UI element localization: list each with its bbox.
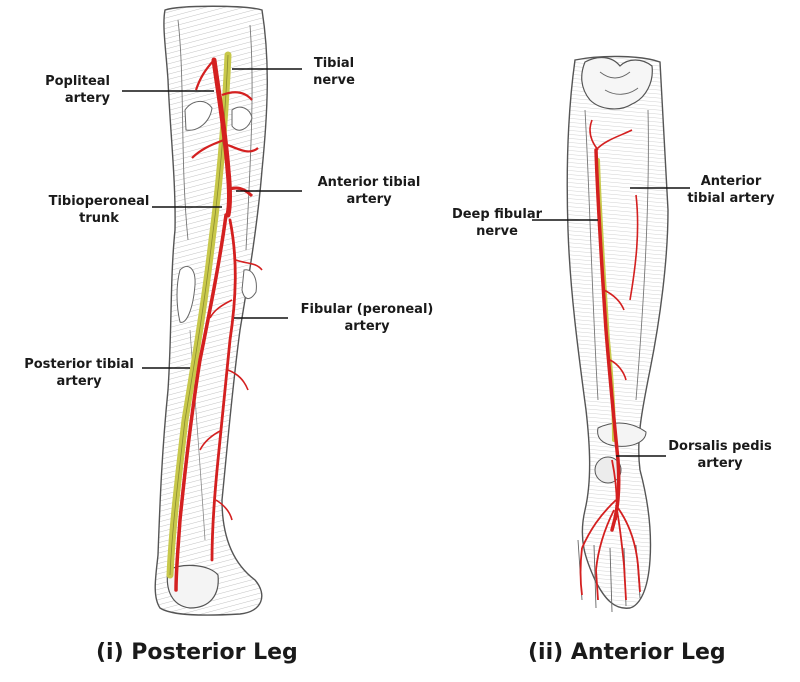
anterior-leg-illustration: [567, 56, 668, 612]
label-dorsalis-pedis-artery: Dorsalis pedis artery: [660, 438, 780, 472]
label-anterior-tibial-artery-ii: Anterior tibial artery: [676, 173, 786, 207]
label-anterior-tibial-artery: Anterior tibial artery: [306, 174, 432, 208]
anterior-leg-outline: [567, 56, 668, 608]
posterior-muscle-patch: [242, 270, 256, 299]
label-posterior-tibial-artery: Posterior tibial artery: [16, 356, 142, 390]
label-deep-fibular-nerve: Deep fibular nerve: [446, 206, 548, 240]
label-popliteal-artery: Popliteal artery: [30, 73, 110, 107]
label-tibioperoneal-trunk: Tibioperoneal trunk: [40, 193, 158, 227]
label-tibial-nerve: Tibial nerve: [294, 55, 374, 89]
caption-posterior-leg: (i) Posterior Leg: [96, 640, 298, 665]
caption-anterior-leg: (ii) Anterior Leg: [528, 640, 726, 665]
posterior-leg-illustration: [155, 6, 267, 615]
label-fibular-artery: Fibular (peroneal) artery: [294, 301, 440, 335]
